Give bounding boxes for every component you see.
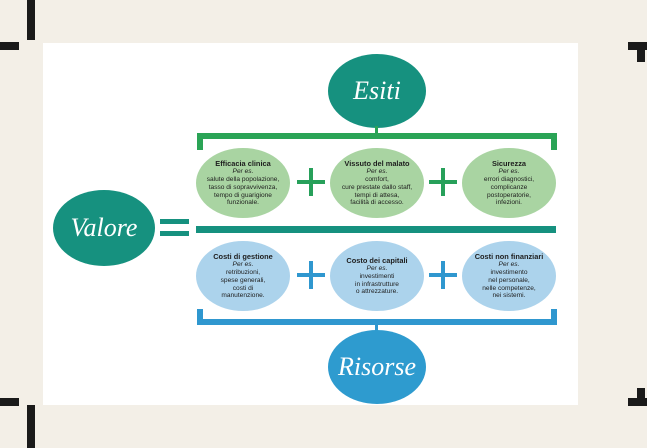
outcome-line: infezioni. xyxy=(495,199,523,207)
outcome-prefix: Per es. xyxy=(366,168,388,176)
outcome-title: Vissuto del malato xyxy=(344,159,410,169)
cost-line: retribuzioni, xyxy=(225,269,261,277)
risorse-oval: Risorse xyxy=(328,330,426,404)
plus-icon xyxy=(429,261,457,289)
cost-title: Costi di gestione xyxy=(213,252,273,262)
crop-mark-bottom-right-v xyxy=(637,388,645,406)
cost-line: nei sistemi. xyxy=(492,292,526,300)
divider-line xyxy=(196,226,556,233)
cost-costi-non-finanziari: Costi non finanziari Per es. investiment… xyxy=(462,241,556,311)
outcome-line: tasso di sopravvivenza, xyxy=(208,183,278,191)
outcome-line: tempi di attesa, xyxy=(354,191,400,199)
green-bracket-top xyxy=(197,133,557,139)
outcome-line: cure prestate dallo staff, xyxy=(341,183,413,191)
equals-icon-bottom xyxy=(160,231,189,236)
outcome-title: Efficacia clinica xyxy=(215,159,271,169)
blue-bracket-right xyxy=(551,309,557,325)
blue-bracket-bottom xyxy=(197,319,557,325)
outcome-line: errori diagnostici, xyxy=(483,176,535,184)
outcome-vissuto-del-malato: Vissuto del malato Per es. comfort, cure… xyxy=(330,148,424,218)
outcome-line: facilità di accesso. xyxy=(350,199,404,207)
cost-line: spese generali, xyxy=(220,276,266,284)
crop-mark-top-left-h xyxy=(0,42,19,50)
cost-line: nelle competenze, xyxy=(482,284,536,292)
outcome-prefix: Per es. xyxy=(232,168,254,176)
plus-icon xyxy=(297,261,325,289)
equals-icon-top xyxy=(160,219,189,224)
cost-costo-dei-capitali: Costo dei capitali Per es. investimenti … xyxy=(330,241,424,311)
outcome-line: funzionale. xyxy=(227,199,259,207)
cost-title: Costo dei capitali xyxy=(346,256,408,266)
outcome-line: comfort, xyxy=(365,176,389,184)
cost-line: manutenzione. xyxy=(221,292,265,300)
outcome-line: complicanze xyxy=(490,183,528,191)
cost-costi-di-gestione: Costi di gestione Per es. retribuzioni, … xyxy=(196,241,290,311)
crop-mark-bottom-left-v xyxy=(27,405,35,448)
plus-icon xyxy=(429,168,457,196)
cost-prefix: Per es. xyxy=(498,261,520,269)
esiti-label: Esiti xyxy=(353,76,401,105)
valore-oval: Valore xyxy=(53,190,155,266)
esiti-oval: Esiti xyxy=(328,54,426,128)
outcome-efficacia-clinica: Efficacia clinica Per es. salute della p… xyxy=(196,148,290,218)
cost-prefix: Per es. xyxy=(232,261,254,269)
crop-mark-bottom-left xyxy=(0,398,19,406)
cost-line: o attrezzature. xyxy=(355,288,399,296)
cost-line: investimento xyxy=(490,269,528,277)
cost-line: nel personale, xyxy=(488,276,530,284)
plus-icon xyxy=(297,168,325,196)
crop-mark-top-right-v xyxy=(637,42,645,62)
outcome-line: postoperatorie, xyxy=(487,191,531,199)
outcome-sicurezza: Sicurezza Per es. errori diagnostici, co… xyxy=(462,148,556,218)
cost-line: investimenti xyxy=(359,273,395,281)
outcome-prefix: Per es. xyxy=(498,168,520,176)
outcome-line: tempo di guarigione xyxy=(214,191,272,199)
blue-bracket-left xyxy=(197,309,203,325)
crop-mark-top-left xyxy=(27,0,35,40)
risorse-connector xyxy=(375,325,378,333)
cost-prefix: Per es. xyxy=(366,265,388,273)
cost-line: costi di xyxy=(232,284,254,292)
risorse-label: Risorse xyxy=(338,352,416,381)
green-bracket-right xyxy=(551,133,557,150)
valore-label: Valore xyxy=(70,213,138,242)
esiti-connector xyxy=(375,126,378,134)
outcome-line: salute della popolazione, xyxy=(206,176,280,184)
cost-line: in infrastrutture xyxy=(355,280,399,288)
cost-title: Costi non finanziari xyxy=(474,252,544,262)
outcome-title: Sicurezza xyxy=(491,159,527,169)
green-bracket-left xyxy=(197,133,203,150)
